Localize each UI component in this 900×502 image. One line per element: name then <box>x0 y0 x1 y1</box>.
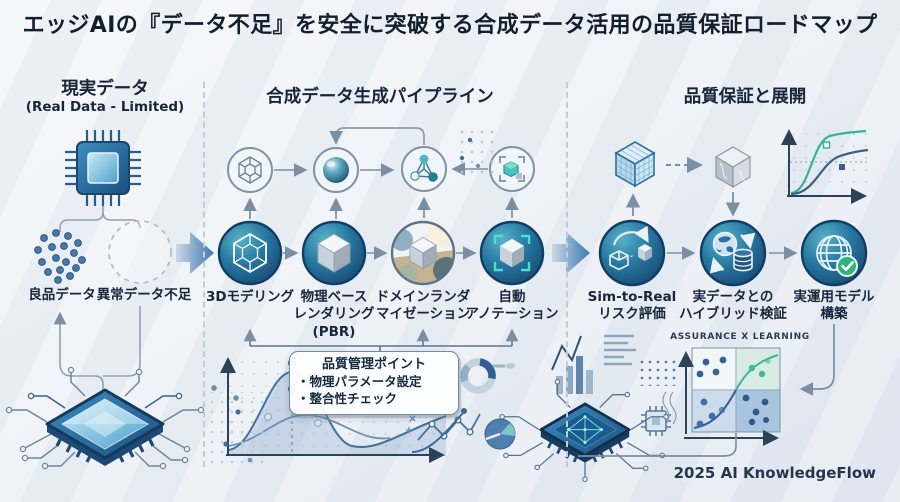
good-data-label: 良品データ <box>28 287 96 303</box>
callout-item: ・整合性チェック <box>297 390 398 406</box>
qa-vertical-arrows <box>625 192 741 217</box>
quality-control-callout: 品質管理ポイント ・物理パラメータ設定 ・整合性チェック <box>289 351 459 415</box>
stage-label-3d-modeling: 3Dモデリング <box>205 289 295 305</box>
footer-credit: 2025 AI KnowledgeFlow <box>673 464 876 482</box>
feedback-loop-arrow <box>329 127 425 145</box>
concept-circle-network <box>401 146 447 192</box>
concept-row-arrows <box>274 127 488 177</box>
network-graph-icon <box>410 154 438 182</box>
section-divider-left <box>203 82 205 467</box>
dot-matrix-bottom-left <box>206 392 264 464</box>
stage-label-auto-annotation: 自動 アノテーション <box>465 289 559 323</box>
learning-curve-chart <box>781 128 874 204</box>
wireframe-cube-icon <box>238 156 262 184</box>
synthetic-grid-cube-icon <box>614 141 656 188</box>
real-data-subheader: (Real Data - Limited) <box>25 99 185 115</box>
anomaly-data-label: 異常データ不足 <box>96 287 192 303</box>
qa-circle-sim-to-real <box>598 219 666 287</box>
stage-to-concept-arrows <box>243 196 519 219</box>
good-data-dot-cluster <box>34 229 86 284</box>
stage-circle-3d-modeling <box>217 220 283 286</box>
callout-item: ・物理パラメータ設定 <box>297 373 422 389</box>
assurance-learning-caption: ASSURANCE X LEARNING <box>670 332 810 342</box>
globe-wireframe-icon <box>816 235 852 271</box>
circuit-squiggle-decoration <box>662 391 677 425</box>
glowing-chip-illustration <box>499 379 669 483</box>
small-chip-icon <box>641 406 671 436</box>
section-arrow-1 <box>176 232 214 274</box>
dot-matrix-dense <box>636 356 678 386</box>
pipeline-header: 合成データ生成パイプライン <box>266 87 494 107</box>
selection-brackets-icon <box>493 234 531 272</box>
deployment-feedback-connector <box>578 324 835 457</box>
wireframe-cube-icon <box>233 232 267 274</box>
sphere-icon <box>323 157 349 183</box>
cpu-chip-icon <box>65 130 141 206</box>
stage-circle-pbr <box>301 220 367 286</box>
pie-chart <box>484 418 516 450</box>
scatter-quadrant-chart <box>678 347 781 446</box>
concept-circle-sphere <box>313 147 359 193</box>
stage-circle-auto-annotation <box>479 220 545 286</box>
circuit-chip-illustration <box>5 366 205 470</box>
metallic-cube-icon <box>409 236 437 270</box>
donut-chart <box>460 358 515 394</box>
section-divider-right <box>566 82 568 467</box>
page-title: エッジAIの『データ不足』を安全に突破する合成データ活用の品質保証ロードマップ <box>22 13 878 38</box>
list-lines-decoration <box>604 334 636 366</box>
qa-circle-hybrid-validation <box>699 219 767 287</box>
check-icon <box>836 255 858 277</box>
labels-to-chip-connector <box>53 306 141 392</box>
stage-label-pbr: 物理ベース レンダリング (PBR) <box>293 289 375 340</box>
globe-database-icon <box>709 231 756 274</box>
qa-label-production-model: 実運用モデル 構築 <box>793 289 875 323</box>
section-arrow-2 <box>552 232 590 274</box>
real-data-branch-connector <box>59 206 141 232</box>
sim-to-real-icon <box>609 225 652 271</box>
real-marble-cube-icon <box>714 146 752 189</box>
anomaly-missing-dashed-circle <box>108 220 172 284</box>
stage-circle-domain-randomization <box>390 220 456 286</box>
qa-circle-production-model <box>800 219 868 287</box>
callout-title: 品質管理ポイント <box>321 357 426 372</box>
real-data-header: 現実データ <box>61 79 149 99</box>
metallic-cube-icon <box>317 233 351 273</box>
qa-label-hybrid-validation: 実データとの ハイブリッド検証 <box>679 289 787 323</box>
qa-header: 品質保証と展開 <box>683 87 807 107</box>
dot-matrix-top <box>456 128 500 176</box>
concept-circle-wireframe <box>227 147 273 193</box>
metallic-cube-icon <box>500 238 524 268</box>
zigzag-line-chart <box>406 408 481 453</box>
mini-bar-chart <box>551 335 593 394</box>
stage-label-domain-randomization: ドメインランダ マイゼーション <box>375 289 471 323</box>
qa-label-sim-to-real: Sim-to-Real リスク評価 <box>587 289 677 323</box>
